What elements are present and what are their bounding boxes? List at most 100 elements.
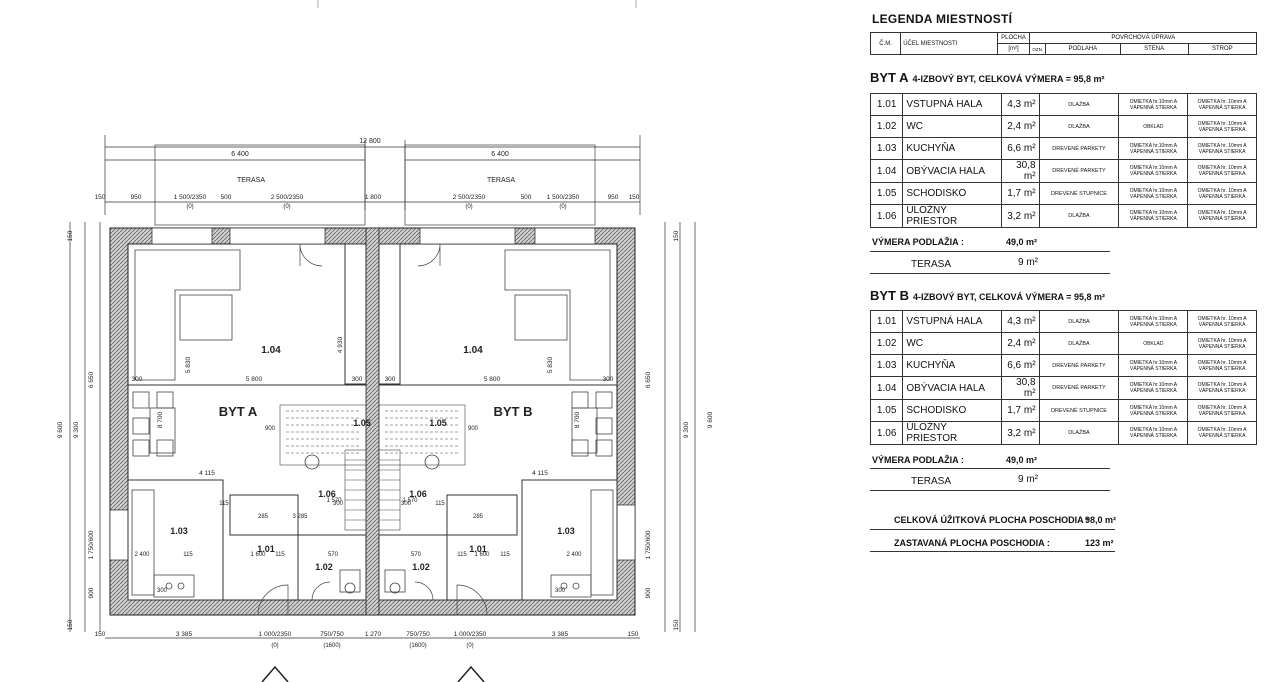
room-number: 1.02: [412, 562, 430, 572]
dimension-text: (0): [559, 204, 566, 210]
apt-a-terrace-label: TERASA: [911, 259, 952, 270]
room-ceiling-finish: OMIETKA hr. 10mm A VÁPENNÁ STIERKA: [1187, 376, 1257, 400]
room-number: 1.03: [557, 526, 575, 536]
dimension-text: 1 750/600: [88, 530, 95, 559]
room-floor-finish: DLAŽBA: [1038, 421, 1120, 445]
room-wall-finish: OMIETKA hr.10mm A VÁPENNÁ STIERKA: [1118, 354, 1189, 377]
legend-header-table: Č.M. ÚČEL MIESTNOSTI PLOCHA POVRCHOVÁ ÚP…: [869, 32, 1258, 55]
dimension-text: 115: [183, 552, 193, 558]
dimension-text: 2 400: [566, 552, 582, 558]
room-wall-finish: OMIETKA hr.10mm A VÁPENNÁ STIERKA: [1118, 421, 1189, 445]
dimension-text: 570: [328, 552, 339, 558]
apt-b-title: BYT B: [870, 288, 909, 303]
room-name: ÚLOŽNÝ PRIESTOR: [902, 421, 1002, 445]
room-number: 1.01: [257, 544, 275, 554]
room-area: 6,6 m²: [1000, 354, 1040, 377]
dim-half-left: 6 400: [231, 151, 249, 158]
room-number: 1.05: [869, 182, 904, 205]
room-wall-finish: OMIETKA hr.10mm A VÁPENNÁ STIERKA: [1118, 376, 1189, 400]
room-area: 30,8 m²: [1000, 159, 1040, 183]
dimension-text: 1 570: [326, 498, 342, 504]
dimension-text: 300: [333, 501, 344, 507]
header-floor: PODLAHA: [1045, 43, 1121, 55]
dimension-text: 8 700: [157, 411, 164, 428]
staircase: [279, 404, 466, 531]
room-name: OBÝVACIA HALA: [902, 376, 1002, 400]
room-floor-finish: DLAŽBA: [1038, 310, 1120, 333]
apt-a-subtitle: 4-IZBOVÝ BYT, CELKOVÁ VÝMERA = 95,8 m²: [912, 74, 1105, 84]
dimension-text: 5 800: [246, 376, 263, 383]
sofa: [134, 249, 611, 381]
entrance-arrow-icon: [261, 665, 485, 682]
dimension-text: 1 000/2350: [454, 631, 487, 638]
room-name: VSTUPNÁ HALA: [902, 310, 1002, 333]
header-area-unit: [m²]: [996, 43, 1031, 55]
dimension-text: (1600): [409, 643, 426, 649]
dimension-text: 9 300: [73, 421, 80, 438]
room-number: 1.01: [469, 544, 487, 554]
dimension-text: 150: [67, 230, 74, 241]
room-area: 2,4 m²: [1000, 332, 1040, 355]
apt-b-heading: BYT B 4-IZBOVÝ BYT, CELKOVÁ VÝMERA = 95,8…: [870, 288, 1105, 303]
dimension-text: 150: [628, 631, 639, 638]
room-ceiling-finish: OMIETKA hr. 10mm A VÁPENNÁ STIERKA: [1187, 310, 1257, 333]
room-number: 1.06: [409, 489, 427, 499]
dimension-text: 9 600: [57, 421, 64, 438]
room-wall-finish: OMIETKA hr.10mm A VÁPENNÁ STIERKA: [1118, 159, 1189, 183]
room-floor-finish: DREVENÉ PARKETY: [1038, 159, 1120, 183]
dimension-text: (0): [271, 643, 278, 649]
legend-title: LEGENDA MIESTNOSTÍ: [872, 12, 1013, 26]
dimension-text: 300: [352, 376, 363, 383]
room-floor-finish: DREVENÉ PARKETY: [1038, 137, 1120, 160]
divider: [870, 273, 1110, 274]
apt-b-subtitle: 4-IZBOVÝ BYT, CELKOVÁ VÝMERA = 95,8 m²: [913, 292, 1105, 302]
dim-overall-width: 12 800: [359, 138, 381, 145]
total-usable-label: CELKOVÁ ÚŽITKOVÁ PLOCHA POSCHODIA :: [894, 515, 1089, 525]
dimension-text: 3 285: [292, 514, 308, 520]
dimension-text: 115: [275, 552, 285, 558]
dimension-text: 1 500/2350: [547, 194, 580, 201]
room-name: SCHODISKO: [902, 399, 1002, 422]
kitchen-counter: [131, 489, 614, 598]
apt-a-floor-area-label: VÝMERA PODLAŽIA :: [872, 237, 964, 247]
room-number: 1.03: [869, 354, 904, 377]
dimension-text: 300: [401, 501, 412, 507]
room-name: WC: [902, 332, 1002, 355]
dimension-text: 300: [385, 376, 396, 383]
dimension-text: 900: [645, 587, 652, 598]
room-name: ÚLOŽNÝ PRIESTOR: [902, 204, 1002, 228]
room-number: 1.05: [353, 418, 371, 428]
dimension-text: 900: [88, 587, 95, 598]
dimension-text: 2 500/2350: [271, 194, 304, 201]
header-code: OZN.: [1029, 43, 1047, 55]
room-ceiling-finish: OMIETKA hr. 10mm A VÁPENNÁ STIERKA: [1187, 115, 1257, 138]
dimension-text: 285: [473, 514, 484, 520]
dining-table: [132, 391, 613, 457]
dimension-text: 9 300: [683, 421, 690, 438]
room-area: 30,8 m²: [1000, 376, 1040, 400]
header-purpose: ÚČEL MIESTNOSTI: [900, 32, 998, 55]
room-ceiling-finish: OMIETKA hr. 10mm A VÁPENNÁ STIERKA: [1187, 354, 1257, 377]
room-number: 1.05: [869, 399, 904, 422]
dimension-text: 5 830: [547, 356, 554, 373]
divider: [870, 529, 1115, 530]
dimension-text: 1 570: [402, 498, 418, 504]
dimension-text: 1 000/2350: [259, 631, 292, 638]
dimension-text: 150: [673, 230, 680, 241]
total-usable-value: 98,0 m²: [1085, 515, 1117, 525]
room-area: 1,7 m²: [1000, 399, 1040, 422]
apt-a-floor-area: 49,0 m²: [1006, 237, 1038, 247]
